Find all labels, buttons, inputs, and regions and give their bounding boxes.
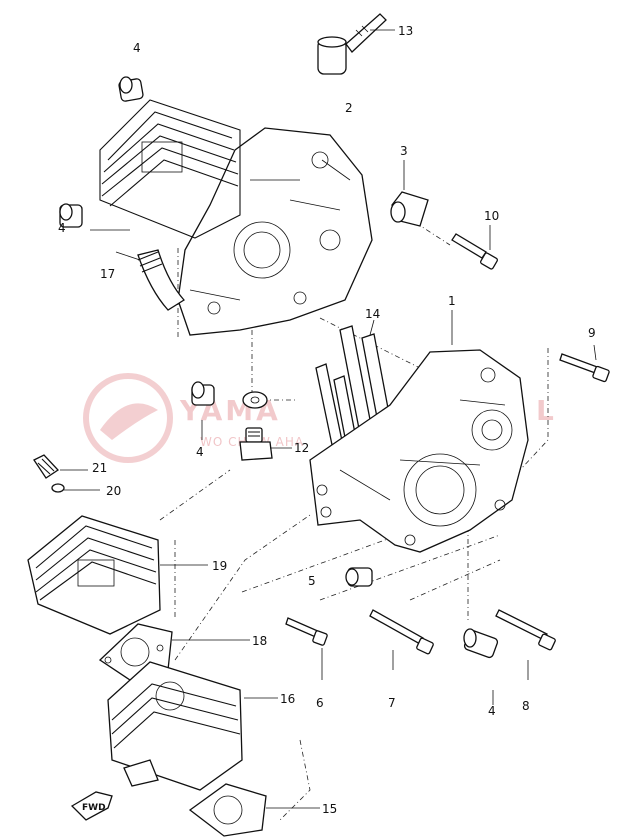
callout-3: 3: [400, 144, 408, 158]
part-19-cylinder-head: [27, 515, 161, 635]
part-2-left-crankcase: [99, 99, 373, 336]
part-5-dowel: [345, 567, 373, 587]
callout-7: 7: [388, 696, 396, 710]
part-1-right-crankcase: [309, 349, 529, 553]
callout-21: 21: [92, 461, 107, 475]
part-3-sleeve: [390, 191, 429, 227]
fwd-arrow-icon: FWD: [70, 791, 113, 821]
watermark-brand-suffix: L: [536, 394, 557, 427]
part-4-dowel-top: [118, 76, 144, 102]
callout-20: 20: [106, 484, 121, 498]
callout-19: 19: [212, 559, 227, 573]
part-17-hose: [137, 249, 185, 311]
callout-5: 5: [308, 574, 316, 588]
callout-labels: 13 2 4 3 10 4 17 1 14 9 4 12 21 20 19 18…: [58, 24, 596, 816]
part-13-fitting: [317, 13, 387, 75]
callout-18: 18: [252, 634, 267, 648]
leader-lines: [60, 29, 597, 809]
callout-8: 8: [522, 699, 530, 713]
part-4-dowel-bottom: [463, 628, 499, 659]
callout-9: 9: [588, 326, 596, 340]
washer: [242, 391, 268, 409]
watermark-logo-icon: [83, 373, 173, 463]
callout-4-left: 4: [58, 221, 66, 235]
callout-4-top: 4: [133, 41, 141, 55]
part-4-dowel-mid: [191, 381, 215, 406]
callout-14: 14: [365, 307, 380, 321]
part-14-studs: [315, 325, 395, 475]
callout-13: 13: [398, 24, 413, 38]
fwd-label: FWD: [82, 803, 106, 813]
part-8-bolt: [495, 609, 556, 651]
callout-15: 15: [322, 802, 337, 816]
part-16-cylinder: [107, 661, 243, 791]
part-20-washer: [51, 483, 65, 493]
part-21-screw: [33, 454, 59, 479]
callout-6: 6: [316, 696, 324, 710]
callout-2: 2: [345, 101, 353, 115]
callout-4-mid: 4: [196, 445, 204, 459]
callout-4-bottom: 4: [488, 704, 496, 718]
part-6-bolt: [285, 617, 328, 646]
callout-16: 16: [280, 692, 295, 706]
callout-12: 12: [294, 441, 309, 455]
part-15-base-gasket: [188, 783, 267, 837]
part-4-dowel-left: [59, 203, 83, 228]
part-9-bolt: [559, 353, 610, 383]
callout-1: 1: [448, 294, 456, 308]
part-12-drain-plug: [239, 427, 273, 461]
part-7-bolt: [369, 609, 434, 655]
callout-17: 17: [100, 267, 115, 281]
callout-10: 10: [484, 209, 499, 223]
part-10-bolt: [451, 233, 498, 270]
